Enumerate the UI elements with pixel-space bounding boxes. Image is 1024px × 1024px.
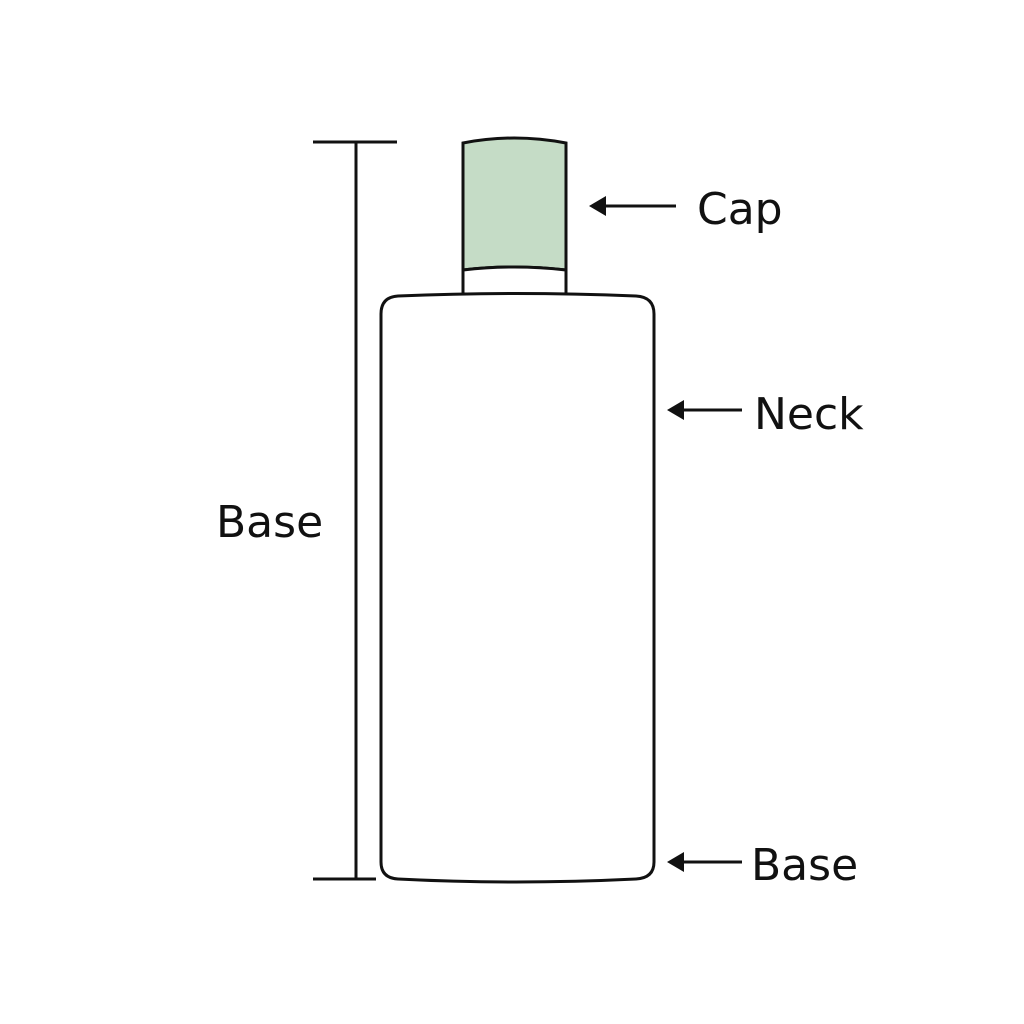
bottle-body [379, 292, 656, 884]
arrow-head-icon [667, 400, 684, 420]
label-cap: Cap [697, 184, 783, 235]
arrow-base [667, 852, 742, 872]
label-neck: Neck [754, 389, 864, 440]
arrow-head-icon [667, 852, 684, 872]
bottle-neck-ring [461, 265, 568, 296]
label-base-right: Base [751, 840, 859, 891]
arrow-cap [589, 196, 676, 216]
bottle-cap [461, 136, 568, 272]
arrow-head-icon [589, 196, 606, 216]
arrow-neck [667, 400, 742, 420]
label-base-left: Base [216, 497, 324, 548]
height-dimension-line [313, 140, 397, 881]
